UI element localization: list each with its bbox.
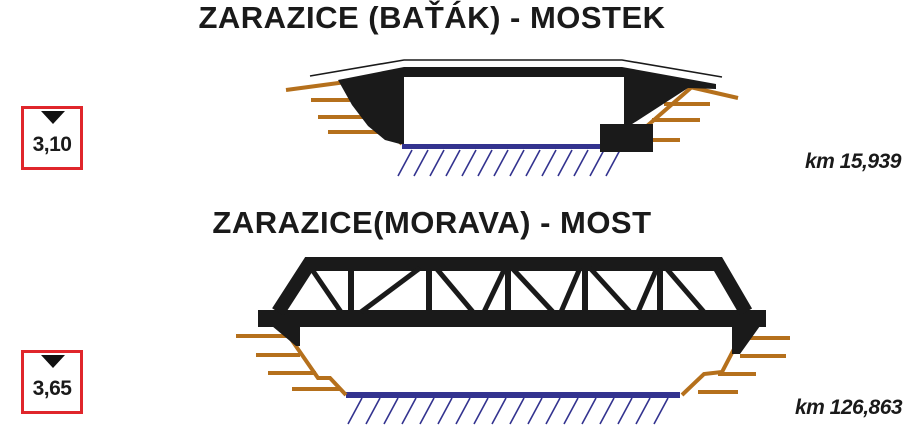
water-level-gauge-2: 3,65 <box>21 350 83 414</box>
down-triangle-icon <box>41 355 65 368</box>
bridge-2-water-line <box>346 392 680 398</box>
bridge-2-left-abutment <box>272 326 300 346</box>
bridge-1-water-line <box>402 144 606 149</box>
bridge-2-truss <box>272 257 753 316</box>
water-level-gauge-1: 3,10 <box>21 106 83 170</box>
bridge-1-riverbed-hatch <box>397 149 621 177</box>
bridge-2-left-bank <box>236 324 348 397</box>
bridge-2-right-abutment <box>732 326 760 354</box>
water-level-value-2: 3,65 <box>32 377 72 400</box>
bridge-1-drawing <box>285 59 739 177</box>
bridge-2-title: ZARAZICE(MORAVA) - MOST <box>212 205 652 240</box>
down-triangle-icon <box>41 111 65 124</box>
bridge-1-km-marker: km 15,939 <box>805 150 901 173</box>
bridge-1-road-outline <box>309 59 723 78</box>
bridge-1-title: ZARAZICE (BAŤÁK) - MOSTEK <box>198 0 666 35</box>
bridge-1-abutment-block <box>600 124 653 152</box>
water-level-value-1: 3,10 <box>32 133 72 156</box>
bridge-1-culvert-body <box>338 67 716 144</box>
bridge-2-deck <box>258 310 766 327</box>
bridge-2-km-marker: km 126,863 <box>795 396 903 419</box>
bridge-2-riverbed-hatch <box>347 397 669 425</box>
bridge-2-drawing <box>236 257 790 425</box>
